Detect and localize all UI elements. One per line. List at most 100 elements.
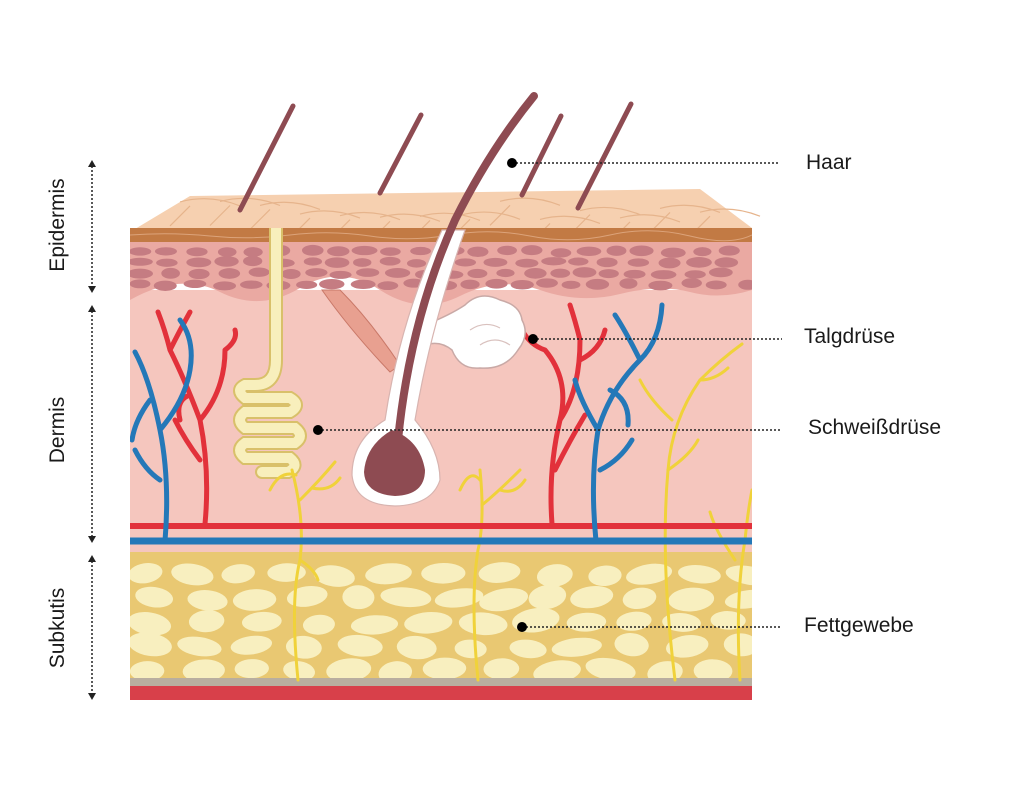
epidermal-cell bbox=[329, 270, 352, 279]
fat-cell bbox=[622, 587, 657, 610]
epidermal-cell bbox=[627, 258, 650, 267]
fat-cell bbox=[135, 586, 174, 608]
fat-cell bbox=[313, 565, 355, 587]
epidermal-cell bbox=[660, 247, 686, 258]
fat-cell bbox=[483, 658, 520, 680]
epidermal-cells bbox=[130, 244, 752, 291]
fat-cell bbox=[171, 563, 214, 586]
fat-cell bbox=[396, 635, 437, 660]
epidermal-cell bbox=[130, 257, 153, 266]
fat-cell bbox=[585, 657, 636, 681]
fettgewebe-dot bbox=[517, 622, 527, 632]
fat-cell bbox=[234, 659, 269, 679]
schweissdruese-dot bbox=[313, 425, 323, 435]
epidermal-cell bbox=[496, 268, 515, 278]
sebaceous-gland bbox=[424, 295, 526, 369]
epidermal-cell bbox=[460, 279, 480, 290]
fat-cell bbox=[232, 589, 277, 611]
epidermal-cell bbox=[536, 278, 558, 288]
epidermal-cell bbox=[705, 280, 727, 290]
epidermal-cell bbox=[623, 269, 646, 279]
fat-cell bbox=[302, 614, 335, 635]
epidermal-cell bbox=[521, 245, 543, 256]
epidermal-cell bbox=[305, 268, 328, 278]
epidermal-cell bbox=[379, 256, 401, 266]
epidermal-cell bbox=[658, 257, 681, 269]
fat-cell bbox=[723, 633, 752, 657]
callout-haar: Haar bbox=[806, 151, 852, 174]
epidermal-cell bbox=[738, 279, 752, 290]
epidermal-cell bbox=[467, 246, 489, 257]
epidermal-cell bbox=[515, 258, 539, 268]
epidermal-cell bbox=[467, 268, 488, 279]
epidermal-cell bbox=[684, 270, 706, 279]
epidermal-cell bbox=[596, 257, 618, 268]
fat-cell bbox=[614, 633, 649, 657]
layer-label-epidermis: Epidermis bbox=[46, 178, 69, 272]
epidermal-cell bbox=[619, 278, 638, 289]
fat-cell bbox=[478, 562, 521, 583]
layer-label-subkutis: Subkutis bbox=[46, 587, 69, 669]
epidermal-cell bbox=[561, 280, 581, 289]
epidermal-cell bbox=[406, 259, 427, 268]
fat-cell bbox=[221, 564, 255, 584]
hairs bbox=[237, 92, 634, 444]
epidermal-cell bbox=[296, 280, 318, 289]
fat-cell bbox=[533, 660, 581, 684]
epidermal-cell bbox=[693, 247, 712, 257]
hair-bulb bbox=[364, 430, 425, 496]
epidermal-cell bbox=[350, 279, 376, 290]
fat-cell bbox=[454, 639, 487, 659]
layer-label-dermis: Dermis bbox=[46, 396, 69, 464]
epidermal-cell bbox=[606, 245, 627, 256]
fat-cell bbox=[458, 612, 508, 636]
fat-cell bbox=[286, 586, 328, 607]
epidermal-cell bbox=[327, 246, 350, 257]
epidermal-cell bbox=[576, 246, 602, 256]
epidermal-cell bbox=[281, 268, 301, 279]
fat-cell bbox=[342, 585, 375, 610]
epidermal-cell bbox=[648, 280, 673, 291]
epidermal-cell bbox=[524, 268, 547, 279]
fat-cell bbox=[130, 563, 163, 584]
epidermal-cell bbox=[483, 257, 508, 267]
fat-cell bbox=[693, 659, 733, 683]
fat-cell bbox=[404, 611, 453, 634]
epidermal-cell bbox=[550, 248, 572, 258]
epidermal-cell bbox=[351, 245, 378, 256]
epidermal-cell bbox=[183, 279, 207, 289]
fat-cell bbox=[421, 562, 466, 584]
epidermal-cell bbox=[568, 257, 589, 266]
epidermal-cell bbox=[714, 257, 739, 268]
skin-surface bbox=[130, 189, 752, 232]
fat-cell bbox=[337, 634, 383, 657]
base-red-band bbox=[130, 686, 752, 700]
epidermal-cell bbox=[130, 268, 153, 279]
fat-cell bbox=[724, 589, 752, 609]
epidermal-cell bbox=[384, 268, 411, 278]
epidermal-cell bbox=[629, 245, 654, 257]
epidermal-cell bbox=[380, 247, 401, 256]
fat-cell bbox=[130, 661, 165, 682]
fat-cell bbox=[350, 615, 399, 635]
epidermal-cell bbox=[303, 257, 323, 266]
epidermal-cell bbox=[541, 257, 567, 266]
fat-cell bbox=[130, 612, 172, 636]
fat-cell bbox=[668, 587, 715, 612]
fat-cell bbox=[241, 611, 282, 632]
sweat-gland bbox=[233, 228, 307, 479]
fat-cell bbox=[678, 564, 721, 584]
nerves bbox=[268, 342, 752, 682]
epidermal-cell bbox=[572, 267, 597, 278]
epidermal-cell bbox=[161, 267, 180, 279]
fat-cell bbox=[536, 564, 573, 587]
epidermal-cell bbox=[718, 245, 740, 256]
epidermal-cell bbox=[485, 278, 508, 289]
epidermal-cell bbox=[410, 246, 431, 256]
fat-cell bbox=[566, 612, 607, 632]
fat-cell bbox=[380, 587, 432, 608]
epidermal-cell bbox=[585, 278, 610, 290]
epidermal-cell bbox=[218, 268, 241, 279]
epidermal-cell bbox=[324, 257, 350, 268]
